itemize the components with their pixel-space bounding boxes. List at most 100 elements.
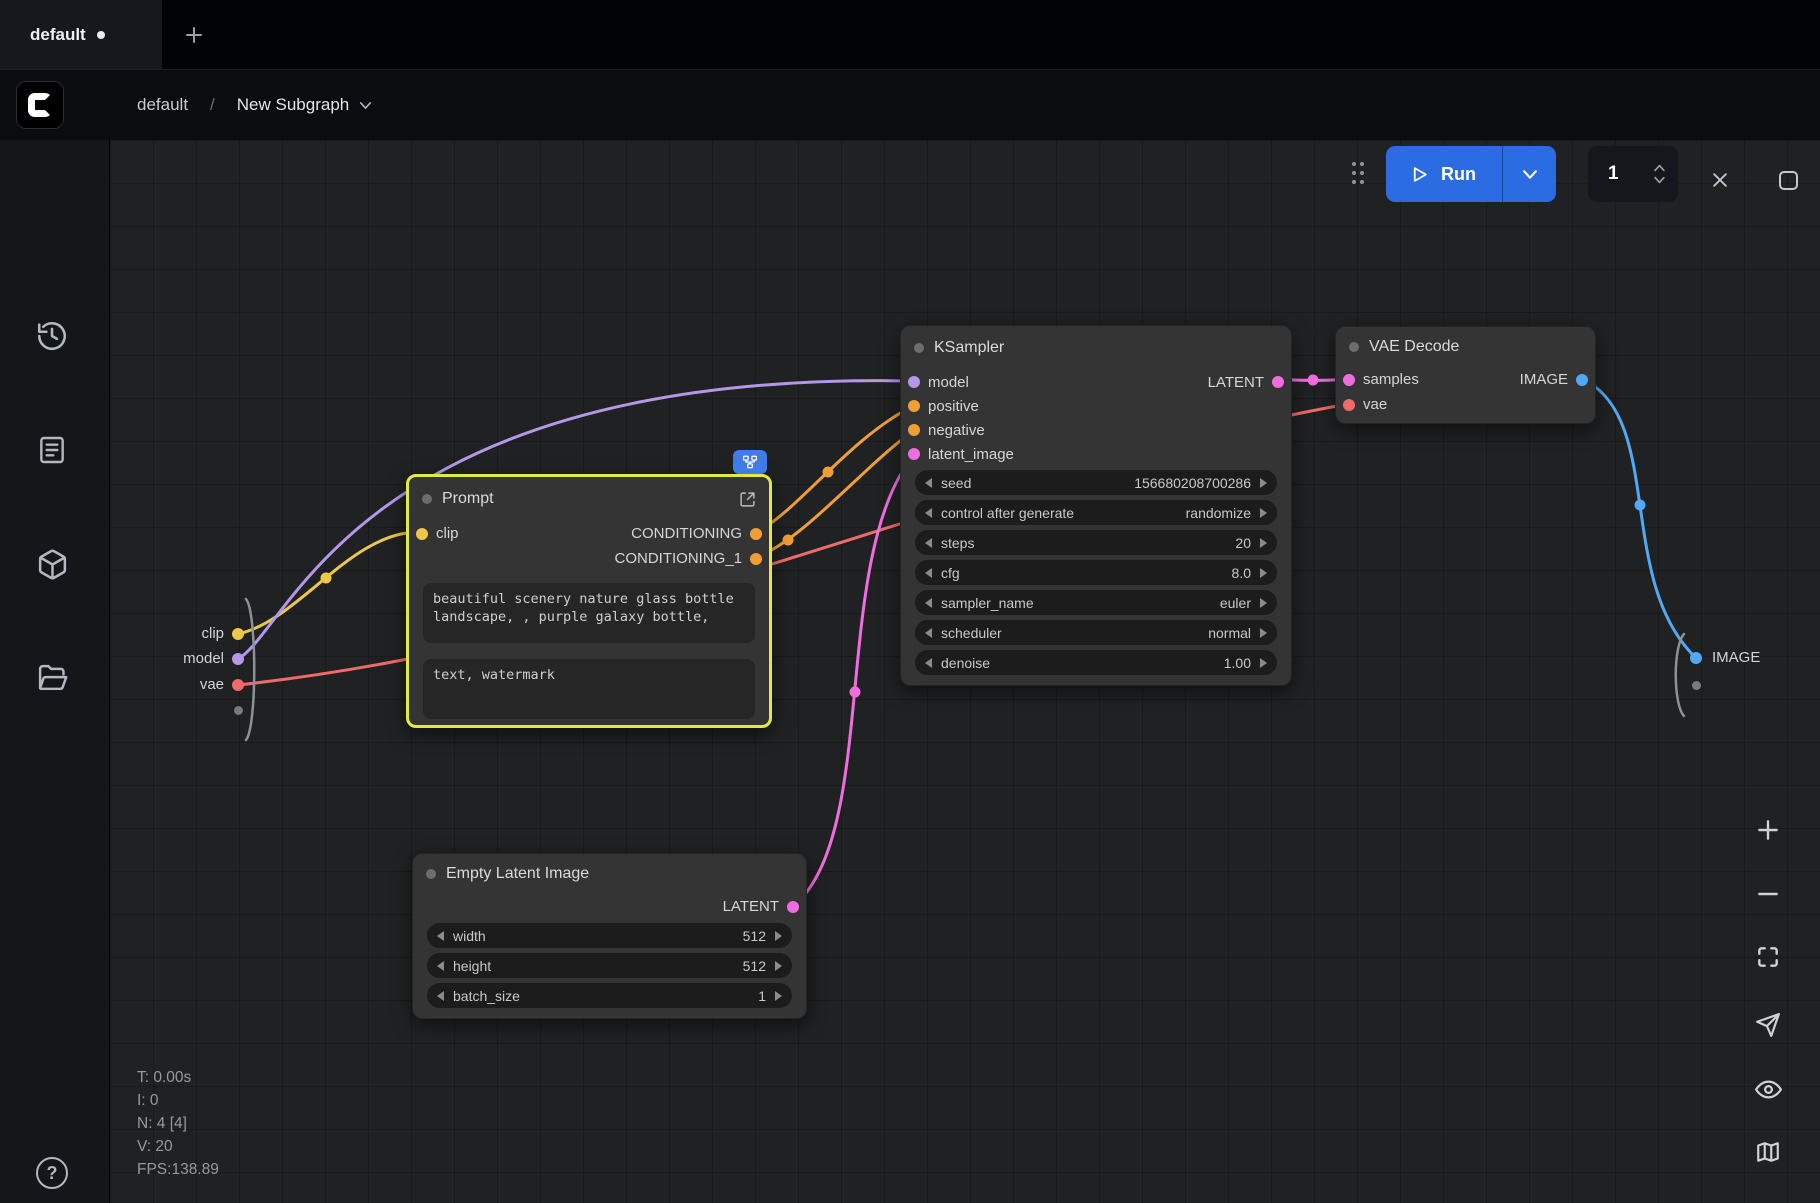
- drag-handle-icon[interactable]: [1352, 162, 1368, 189]
- input-port-positive[interactable]: [908, 400, 920, 412]
- node-vae-decode[interactable]: VAE Decode samples IMAGE vae: [1335, 326, 1596, 424]
- subgraph-output-port-empty[interactable]: [1692, 681, 1701, 690]
- workflow-tab-bar: default: [0, 0, 1820, 70]
- tab-default[interactable]: default: [0, 0, 162, 69]
- comfyui-logo-icon: [28, 93, 52, 117]
- node-prompt[interactable]: Prompt clip CONDITIONING CONDITIONING_1 …: [406, 474, 772, 728]
- widget-steps[interactable]: steps 20: [915, 530, 1277, 555]
- decrement-arrow-icon[interactable]: [437, 960, 444, 971]
- increment-arrow-icon[interactable]: [1260, 567, 1267, 578]
- input-label: clip: [436, 525, 459, 542]
- positive-prompt-textarea[interactable]: beautiful scenery nature glass bottle la…: [423, 583, 755, 643]
- sidebar-item-model-library[interactable]: [32, 544, 72, 584]
- node-empty-latent-image[interactable]: Empty Latent Image LATENT width 512 heig…: [412, 853, 807, 1019]
- sidebar-item-node-library[interactable]: [32, 430, 72, 470]
- comfyui-menu-button[interactable]: [16, 81, 64, 129]
- subgraph-output-port-image[interactable]: [1690, 652, 1702, 664]
- decrement-arrow-icon[interactable]: [925, 537, 932, 548]
- subgraph-input-port-clip[interactable]: [232, 628, 244, 640]
- decrement-arrow-icon[interactable]: [437, 990, 444, 1001]
- sidebar-item-workflows[interactable]: [32, 658, 72, 698]
- input-port-vae[interactable]: [1343, 398, 1355, 411]
- chevron-down-icon[interactable]: [359, 101, 372, 110]
- minimap-button[interactable]: [1750, 1134, 1786, 1170]
- decrement-arrow-icon[interactable]: [925, 507, 932, 518]
- chevron-up-icon[interactable]: [1653, 164, 1666, 172]
- increment-arrow-icon[interactable]: [775, 960, 782, 971]
- port-row: model LATENT: [901, 370, 1291, 394]
- increment-arrow-icon[interactable]: [1260, 507, 1267, 518]
- sidebar-item-queue-history[interactable]: [32, 316, 72, 356]
- widget-seed[interactable]: seed 156680208700286: [915, 470, 1277, 495]
- new-workflow-tab-button[interactable]: [162, 0, 226, 69]
- select-mode-button[interactable]: [1750, 1007, 1786, 1043]
- decrement-arrow-icon[interactable]: [925, 627, 932, 638]
- toggle-visibility-button[interactable]: [1750, 1071, 1786, 1107]
- increment-arrow-icon[interactable]: [775, 930, 782, 941]
- node-ksampler-header[interactable]: KSampler: [901, 326, 1291, 370]
- open-subgraph-icon[interactable]: [739, 491, 756, 508]
- fit-view-button[interactable]: [1750, 939, 1786, 975]
- negative-prompt-textarea[interactable]: text, watermark: [423, 659, 755, 719]
- widget-scheduler[interactable]: scheduler normal: [915, 620, 1277, 645]
- widget-value: 1.00: [1223, 654, 1251, 671]
- subgraph-input-port-vae[interactable]: [232, 679, 244, 691]
- increment-arrow-icon[interactable]: [1260, 627, 1267, 638]
- history-icon: [37, 322, 67, 351]
- zoom-out-button[interactable]: [1750, 876, 1786, 912]
- chevron-down-icon[interactable]: [1653, 176, 1666, 184]
- widget-denoise[interactable]: denoise 1.00: [915, 650, 1277, 675]
- decrement-arrow-icon[interactable]: [925, 597, 932, 608]
- widget-width[interactable]: width 512: [427, 923, 792, 948]
- widget-cfg[interactable]: cfg 8.0: [915, 560, 1277, 585]
- subgraph-input-port-empty[interactable]: [234, 706, 243, 715]
- close-icon: [1713, 173, 1727, 187]
- input-port-latent-image[interactable]: [908, 448, 920, 460]
- widget-batch-size[interactable]: batch_size 1: [427, 983, 792, 1008]
- decrement-arrow-icon[interactable]: [925, 477, 932, 488]
- output-port-image[interactable]: [1576, 373, 1588, 386]
- node-prompt-header[interactable]: Prompt: [409, 477, 769, 521]
- plus-icon: [186, 26, 202, 43]
- breadcrumb-workflow[interactable]: default: [137, 95, 189, 114]
- run-options-button[interactable]: [1502, 146, 1556, 202]
- run-button[interactable]: Run: [1386, 146, 1502, 202]
- zoom-in-button[interactable]: [1750, 812, 1786, 848]
- input-port-samples[interactable]: [1343, 373, 1355, 386]
- output-port-latent[interactable]: [787, 900, 799, 913]
- output-label: LATENT: [1207, 373, 1264, 391]
- widget-height[interactable]: height 512: [427, 953, 792, 978]
- increment-arrow-icon[interactable]: [1260, 657, 1267, 668]
- port-row: vae: [1336, 392, 1595, 417]
- batch-count-stepper[interactable]: 1: [1588, 146, 1678, 202]
- output-port-latent[interactable]: [1272, 376, 1284, 388]
- output-port-conditioning-1[interactable]: [750, 552, 762, 565]
- output-port-conditioning[interactable]: [750, 527, 762, 540]
- widget-control-after-generate[interactable]: control after generate randomize: [915, 500, 1277, 525]
- output-label: IMAGE: [1519, 371, 1568, 388]
- sidebar-item-help[interactable]: ?: [32, 1153, 72, 1193]
- decrement-arrow-icon[interactable]: [925, 657, 932, 668]
- decrement-arrow-icon[interactable]: [925, 567, 932, 578]
- output-label: CONDITIONING_1: [614, 550, 742, 567]
- node-status-dot: [1349, 342, 1359, 352]
- input-port-clip[interactable]: [416, 527, 428, 540]
- widget-sampler-name[interactable]: sampler_name euler: [915, 590, 1277, 615]
- increment-arrow-icon[interactable]: [775, 990, 782, 1001]
- node-vae-decode-header[interactable]: VAE Decode: [1336, 327, 1595, 367]
- increment-arrow-icon[interactable]: [1260, 597, 1267, 608]
- subgraph-badge[interactable]: [733, 450, 767, 474]
- stop-button[interactable]: [1770, 162, 1806, 198]
- send-cursor-icon: [1756, 1013, 1780, 1037]
- widget-label: scheduler: [941, 624, 1002, 641]
- input-port-model[interactable]: [908, 376, 920, 388]
- cancel-button[interactable]: [1702, 162, 1738, 198]
- breadcrumb-subgraph[interactable]: New Subgraph: [236, 95, 350, 114]
- node-ksampler[interactable]: KSampler model LATENT positive negative …: [900, 325, 1292, 686]
- increment-arrow-icon[interactable]: [1260, 537, 1267, 548]
- decrement-arrow-icon[interactable]: [437, 930, 444, 941]
- subgraph-input-port-model[interactable]: [232, 653, 244, 665]
- node-empty-latent-image-header[interactable]: Empty Latent Image: [413, 854, 806, 894]
- input-port-negative[interactable]: [908, 424, 920, 436]
- increment-arrow-icon[interactable]: [1260, 477, 1267, 488]
